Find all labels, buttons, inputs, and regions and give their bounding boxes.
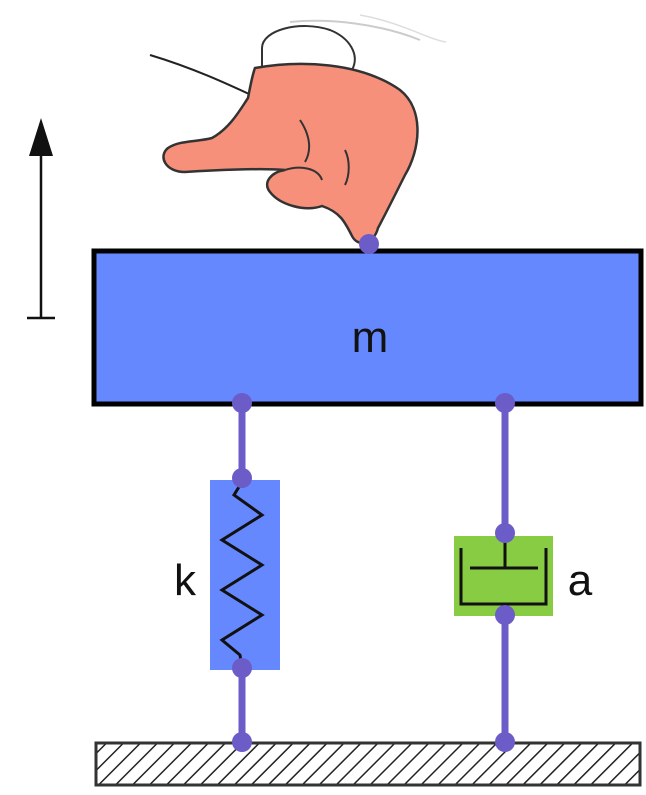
joint-damper-top	[495, 523, 515, 543]
joint-ground-damper	[495, 732, 515, 752]
joint-points	[232, 234, 515, 752]
up-arrow-icon	[27, 118, 55, 320]
joint-mass-damper	[495, 393, 515, 413]
joint-spring-bottom	[232, 658, 252, 678]
joint-hand-contact	[359, 234, 379, 254]
spring	[210, 480, 280, 670]
joint-ground-spring	[232, 732, 252, 752]
ground-support	[94, 741, 642, 787]
damper-label: a	[568, 556, 593, 605]
spring-label: k	[174, 556, 197, 605]
joint-mass-spring	[232, 393, 252, 413]
pointing-hand-icon	[149, 14, 447, 245]
damper	[454, 536, 553, 616]
joint-damper-bottom	[495, 605, 515, 625]
joint-spring-top	[232, 468, 252, 488]
mass-block	[91, 248, 644, 407]
mass-label: m	[352, 313, 389, 362]
